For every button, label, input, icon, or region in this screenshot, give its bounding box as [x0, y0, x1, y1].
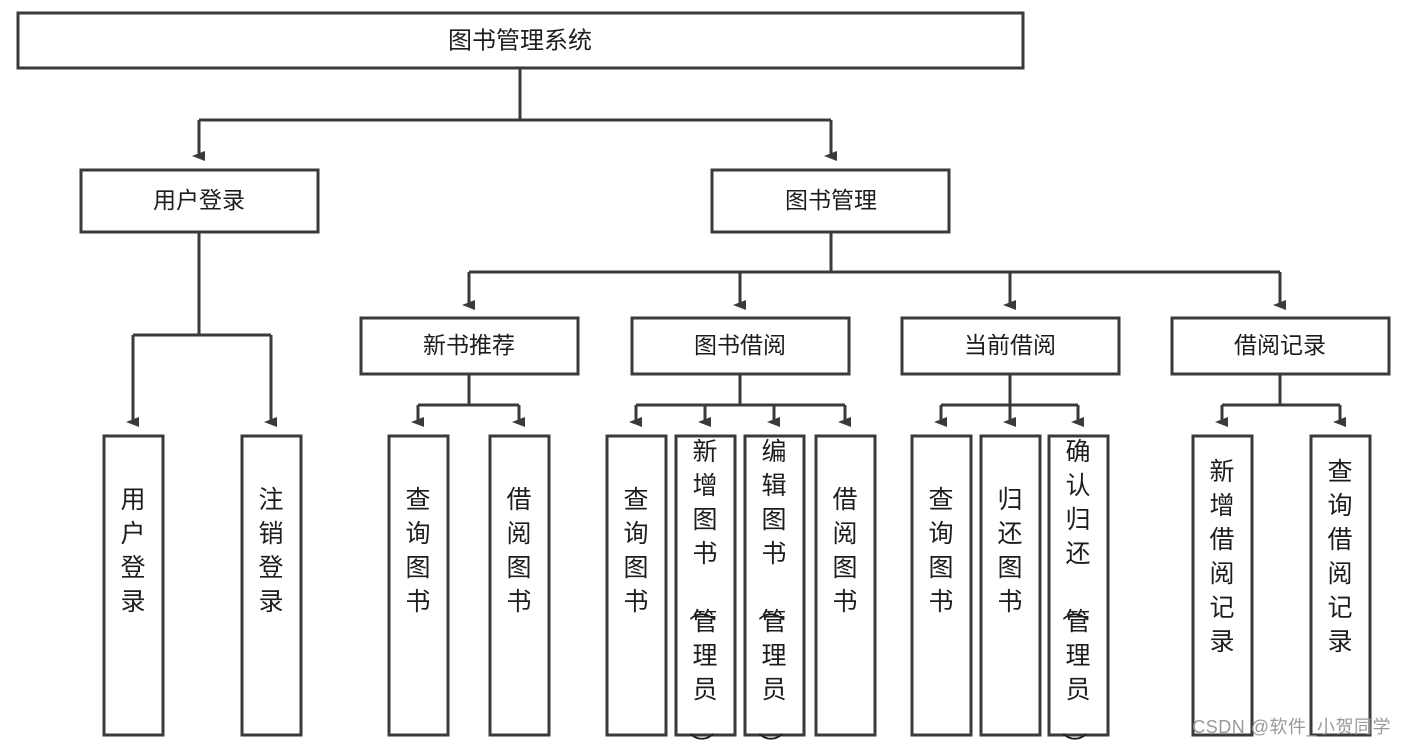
node-book-manage[interactable]: 图书管理 [710, 168, 951, 234]
leaf-record-add-box[interactable] [1191, 434, 1254, 737]
node-new-book-recommend-box[interactable] [359, 316, 580, 376]
leaf-node[interactable]: 归还图书 [979, 434, 1042, 737]
leaf-record-query-box[interactable] [1309, 434, 1372, 737]
node-current-borrow-box[interactable] [900, 316, 1121, 376]
node-new-book-recommend-label: 新书推荐 [423, 332, 515, 358]
node-current-borrow-label: 当前借阅 [964, 332, 1056, 358]
leaf-borrow-edit-book-label: 编辑图书（管理员） [755, 438, 786, 747]
leaf-node[interactable]: 用户登录 [102, 434, 165, 737]
node-user-login-box[interactable] [79, 168, 320, 234]
node-new-book-recommend[interactable]: 新书推荐 [359, 316, 580, 376]
node-root-label: 图书管理系统 [448, 27, 592, 54]
leaf-new-book-query-box[interactable] [387, 434, 450, 737]
leaf-borrow-lend-book-label: 借阅图书 [832, 486, 857, 616]
leaf-new-book-query-label: 查询图书 [405, 486, 430, 616]
node-user-login[interactable]: 用户登录 [79, 168, 320, 234]
leaf-current-query-label: 查询图书 [928, 486, 953, 616]
node-root-box[interactable] [16, 11, 1025, 70]
leaf-current-confirm-box[interactable] [1047, 434, 1110, 737]
node-borrow-record-label: 借阅记录 [1234, 332, 1326, 358]
leaf-current-return-label: 归还图书 [997, 486, 1022, 616]
node-book-borrow-box[interactable] [630, 316, 851, 376]
leaf-borrow-lend-book-box[interactable] [814, 434, 877, 737]
watermark-text: CSDN @软件_小贺同学 [1192, 717, 1391, 737]
node-book-manage-box[interactable] [710, 168, 951, 234]
leaf-new-book-borrow-box[interactable] [488, 434, 551, 737]
node-root[interactable]: 图书管理系统 [16, 11, 1025, 70]
leaf-node[interactable]: 查询图书 [910, 434, 973, 737]
node-borrow-record[interactable]: 借阅记录 [1170, 316, 1391, 376]
leaf-borrow-edit-book-box[interactable] [743, 434, 806, 737]
node-book-borrow-label: 图书借阅 [694, 332, 786, 358]
node-book-manage-label: 图书管理 [785, 187, 877, 213]
node-current-borrow[interactable]: 当前借阅 [900, 316, 1121, 376]
node-user-login-label: 用户登录 [153, 187, 245, 213]
edge-layer [126, 68, 1346, 427]
leaf-user-login-label: 用户登录 [120, 486, 145, 616]
leaf-node[interactable]: 编辑图书（管理员） [743, 434, 806, 747]
leaf-node[interactable]: 查询借阅记录 [1309, 434, 1372, 737]
leaf-borrow-add-book-label: 新增图书（管理员） [686, 438, 717, 747]
leaf-user-logout-box[interactable] [240, 434, 303, 737]
leaf-user-login-box[interactable] [102, 434, 165, 737]
leaf-node[interactable]: 查询图书 [387, 434, 450, 737]
leaf-current-query-box[interactable] [910, 434, 973, 737]
leaf-current-return-box[interactable] [979, 434, 1042, 737]
leaf-borrow-query-label: 查询图书 [623, 486, 648, 616]
leaf-node[interactable]: 借阅图书 [814, 434, 877, 737]
leaf-new-book-borrow-label: 借阅图书 [506, 486, 531, 616]
leaf-node[interactable]: 查询图书 [605, 434, 668, 737]
leaf-node[interactable]: 确认归还（管理员） [1047, 434, 1110, 747]
leaf-user-logout-label: 注销登录 [258, 486, 283, 616]
leaf-node[interactable]: 新增借阅记录 [1191, 434, 1254, 737]
leaf-node[interactable]: 新增图书（管理员） [674, 434, 737, 747]
leaf-current-confirm-label: 确认归还（管理员） [1059, 438, 1090, 747]
leaf-node[interactable]: 注销登录 [240, 434, 303, 737]
leaf-node[interactable]: 借阅图书 [488, 434, 551, 737]
leaf-borrow-add-book-box[interactable] [674, 434, 737, 737]
leaf-record-query-label: 查询借阅记录 [1327, 458, 1352, 656]
leaf-borrow-query-box[interactable] [605, 434, 668, 737]
node-book-borrow[interactable]: 图书借阅 [630, 316, 851, 376]
node-borrow-record-box[interactable] [1170, 316, 1391, 376]
leaf-record-add-label: 新增借阅记录 [1209, 458, 1234, 656]
